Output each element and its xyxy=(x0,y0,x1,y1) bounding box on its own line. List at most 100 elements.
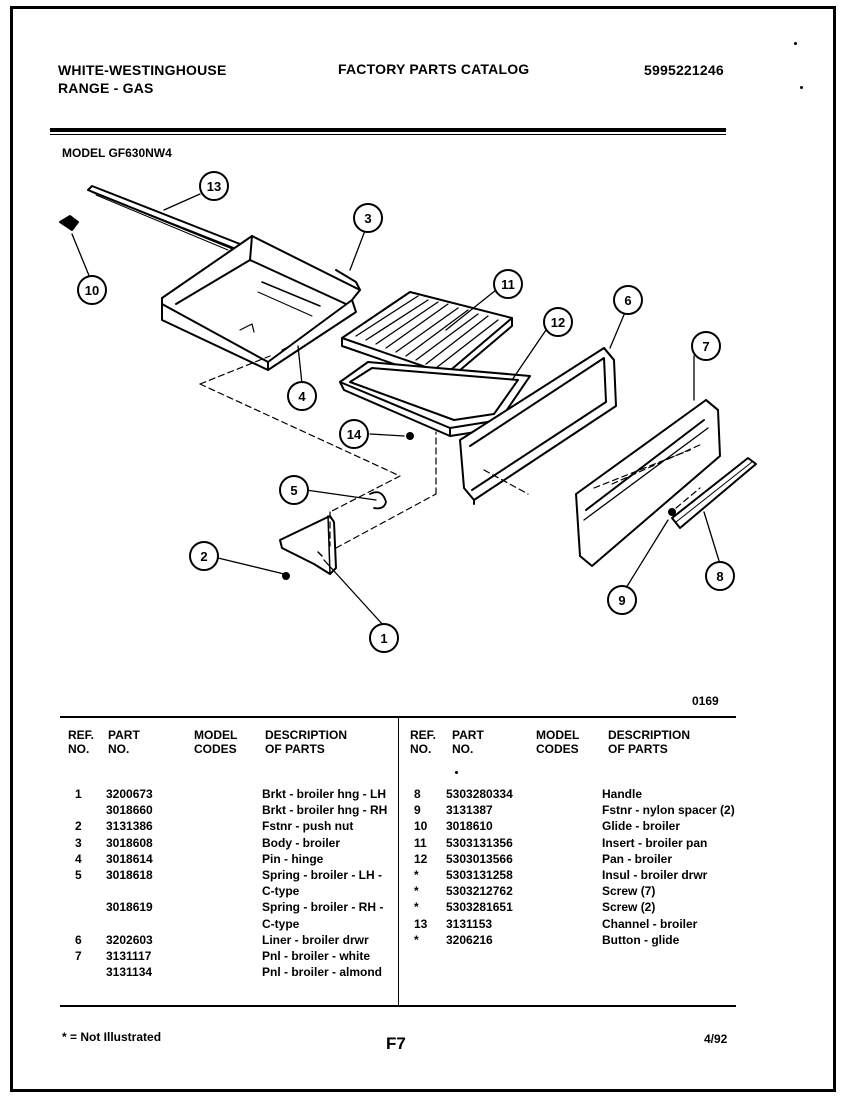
catalog-number: 5995221246 xyxy=(644,62,724,78)
table-cell-desc: Liner - broiler drwr xyxy=(262,932,369,947)
callout-3: 3 xyxy=(364,211,371,226)
table-bottom-rule xyxy=(60,1005,736,1007)
table-cell-part: 3202603 xyxy=(106,932,153,947)
nylon-spacer-part xyxy=(668,508,676,516)
table-cell-desc: Body - broiler xyxy=(262,835,341,850)
table-cell-ref: 9 xyxy=(414,803,421,818)
callout-12: 12 xyxy=(551,315,565,330)
table-cell-part: 3206216 xyxy=(446,932,493,947)
table-cell-part: 3018619 xyxy=(106,900,153,915)
table-cell-part: 3131117 xyxy=(106,949,152,963)
table-cell-ref: * xyxy=(414,884,419,899)
table-cell-desc: Spring - broiler - LH - xyxy=(262,868,382,882)
callout-8: 8 xyxy=(716,569,723,584)
table-cell-desc: Pan - broiler xyxy=(602,851,673,866)
callout-7-circle xyxy=(691,331,721,361)
table-cell-ref: 6 xyxy=(75,932,82,947)
revision-date: 4/92 xyxy=(704,1032,728,1046)
callout-10-circle xyxy=(77,275,107,305)
table-cell-part: 3018610 xyxy=(446,819,493,834)
push-nut-part xyxy=(282,572,290,580)
header-ref: REF.NO. xyxy=(68,728,95,756)
table-cell-desc: Channel - broiler xyxy=(602,916,698,931)
drawing-code: 0169 xyxy=(692,694,719,708)
table-cell-desc: Glide - broiler xyxy=(602,819,681,834)
footnote: * = Not Illustrated xyxy=(62,1030,162,1044)
callout-11-circle xyxy=(493,269,523,299)
callout-11: 11 xyxy=(501,277,515,292)
model-number: MODEL GF630NW4 xyxy=(62,146,172,160)
liner-broiler-drawer-part xyxy=(459,347,617,505)
table-cell-part: 3131387 xyxy=(446,803,493,818)
stray-mark xyxy=(455,771,458,774)
catalog-title: FACTORY PARTS CATALOG xyxy=(338,61,530,77)
table-divider xyxy=(398,717,399,1005)
table-cell-part: 3131386 xyxy=(106,819,153,834)
page-border xyxy=(10,6,836,1092)
table-cell-ref: 4 xyxy=(75,851,82,866)
callout-13: 13 xyxy=(207,179,221,194)
glide-broiler-part xyxy=(59,215,79,231)
handle-part xyxy=(671,457,757,529)
table-cell-ref: * xyxy=(414,932,419,947)
table-cell-ref: 8 xyxy=(414,787,421,801)
callout-5: 5 xyxy=(290,483,297,498)
button-glide-part xyxy=(406,432,414,440)
callout-10: 10 xyxy=(85,283,99,298)
table-cell-part: 3018614 xyxy=(106,851,153,866)
header-rule-thin xyxy=(50,134,726,135)
table-cell-desc: Handle xyxy=(602,787,643,801)
table-cell-desc: Fstnr - push nut xyxy=(262,819,354,834)
table-cell-desc: C-type xyxy=(262,916,300,931)
table-cell-desc: Fstnr - nylon spacer (2) xyxy=(602,803,735,818)
page-number: F7 xyxy=(386,1034,406,1053)
table-cell-part: 5303131258 xyxy=(446,868,513,882)
table-cell-part: 5303280334 xyxy=(446,787,513,801)
table-cell-part: 3018618 xyxy=(106,868,153,882)
table-cell-desc: Spring - broiler - RH - xyxy=(262,900,384,915)
table-cell-desc: Brkt - broiler hng - RH xyxy=(262,803,388,818)
callout-2: 2 xyxy=(200,549,207,564)
broiler-body-part xyxy=(161,235,361,371)
callout-2-circle xyxy=(189,541,219,571)
hinge-bracket-part xyxy=(279,515,337,575)
callout-12-circle xyxy=(543,307,573,337)
table-cell-desc: Screw (2) xyxy=(602,900,656,915)
callout-13-circle xyxy=(199,171,229,201)
table-cell-desc: Pnl - broiler - white xyxy=(262,949,371,963)
broiler-pan-part xyxy=(339,361,531,437)
table-cell-part: 3018660 xyxy=(106,803,153,818)
channel-broiler-part xyxy=(87,185,241,251)
callout-4: 4 xyxy=(298,389,306,404)
callout-9-circle xyxy=(607,585,637,615)
table-cell-part: 5303281651 xyxy=(446,900,513,915)
brand-line-1: WHITE-WESTINGHOUSE xyxy=(58,62,227,78)
table-cell-ref: 13 xyxy=(414,916,428,931)
callout-3-circle xyxy=(353,203,383,233)
table-cell-desc: Insul - broiler drwr xyxy=(602,868,708,882)
margin-mark xyxy=(794,42,797,45)
table-cell-desc: Screw (7) xyxy=(602,884,656,899)
broiler-pan-insert-part xyxy=(341,291,513,383)
table-cell-ref: 1 xyxy=(75,787,82,801)
table-cell-part: 5303131356 xyxy=(446,835,513,850)
table-cell-ref: * xyxy=(414,868,419,882)
callout-1-circle xyxy=(369,623,399,653)
table-cell-desc: Insert - broiler pan xyxy=(602,835,708,850)
table-cell-ref: 10 xyxy=(414,819,428,834)
table-cell-ref: 3 xyxy=(75,835,82,850)
table-cell-part: 3200673 xyxy=(106,787,153,801)
table-cell-part: 3131153 xyxy=(446,916,493,931)
callout-4-circle xyxy=(287,381,317,411)
table-cell-ref: 2 xyxy=(75,819,82,834)
table-cell-desc: Button - glide xyxy=(602,932,680,947)
callout-1: 1 xyxy=(380,631,387,646)
margin-mark xyxy=(800,86,803,89)
brand-line-2: RANGE - GAS xyxy=(58,80,154,96)
